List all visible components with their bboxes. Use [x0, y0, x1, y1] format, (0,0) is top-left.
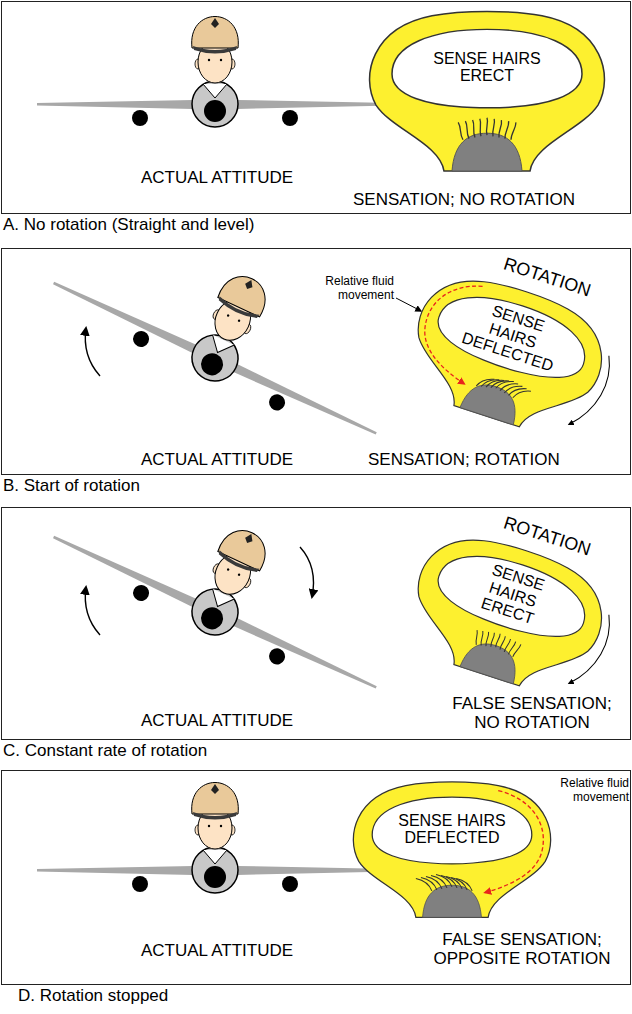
panel-heading: C. Constant rate of rotation	[3, 741, 207, 761]
semicircular-canal	[347, 779, 557, 919]
roll-arrow	[85, 587, 100, 635]
attitude-caption: ACTUAL ATTITUDE	[141, 941, 293, 961]
panel-box: A. No rotation (Straight and level)ACTUA…	[1, 1, 631, 214]
canal-caption: SENSE HAIRS ERECT	[417, 50, 557, 85]
aircraft-rolling	[44, 203, 413, 454]
sensation-caption: FALSE SENSATION; NO ROTATION	[440, 694, 625, 733]
canal-caption: SENSE HAIRS DEFLECTED	[382, 812, 522, 847]
sensation-caption: FALSE SENSATION; OPPOSITE ROTATION	[430, 930, 615, 969]
attitude-caption: ACTUAL ATTITUDE	[141, 711, 293, 731]
roll-arrow	[85, 328, 100, 376]
panel-heading: D. Rotation stopped	[18, 986, 168, 1006]
panel-heading: B. Start of rotation	[3, 476, 140, 496]
attitude-caption: ACTUAL ATTITUDE	[141, 450, 293, 470]
leader-line	[396, 298, 421, 311]
aircraft-level	[37, 17, 393, 128]
panel-box: C. Constant rate of rotationACTUAL ATTIT…	[1, 507, 631, 740]
roll-arrow	[300, 547, 314, 597]
aircraft-level	[37, 783, 393, 894]
fluid-callout: Relative fluid movement	[554, 777, 629, 805]
panel-box: D. Rotation stoppedACTUAL ATTITUDEFALSE …	[1, 770, 631, 985]
canal-shape: SENSE HAIRS ERECT	[362, 8, 612, 173]
semicircular-canal	[362, 8, 612, 173]
sensation-caption: SENSATION; ROTATION	[368, 450, 560, 470]
panel-heading: A. No rotation (Straight and level)	[3, 215, 254, 235]
aircraft-rolling	[44, 457, 413, 708]
sensation-caption: SENSATION; NO ROTATION	[353, 190, 575, 210]
attitude-caption: ACTUAL ATTITUDE	[141, 168, 293, 188]
canal-shape: SENSE HAIRS DEFLECTED	[347, 779, 557, 919]
panel-box: B. Start of rotationACTUAL ATTITUDESENSA…	[1, 248, 631, 475]
fluid-callout: Relative fluid movement	[316, 275, 394, 303]
